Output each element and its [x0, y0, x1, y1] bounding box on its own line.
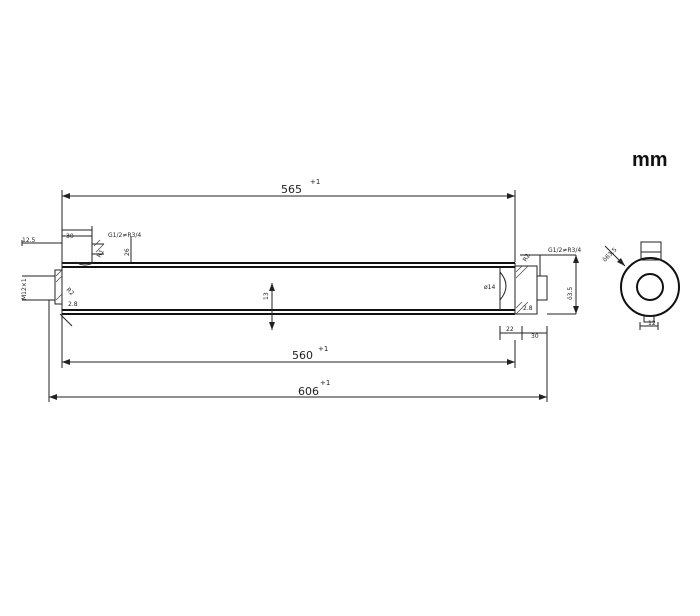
- tube-body: [61, 262, 516, 315]
- end-view: [604, 241, 680, 330]
- right-width-a-label: 22: [506, 326, 514, 333]
- dimension-606-label: 606: [298, 385, 319, 398]
- right-end-fitting: [499, 254, 579, 340]
- left-end-fitting: [21, 226, 132, 327]
- right-width-b-label: 30: [531, 333, 539, 340]
- right-radius-label: R2: [522, 252, 532, 263]
- dimension-565-label: 565: [281, 183, 302, 196]
- left-thread-label: G1/2≠R3/4: [108, 232, 141, 239]
- center-mark-label: 13: [263, 292, 270, 300]
- left-wall-label: 2.8: [68, 301, 78, 308]
- left-height-label: 26: [124, 248, 131, 256]
- dimension-565-tolerance: +1: [310, 178, 320, 186]
- left-angle-label: R2: [65, 286, 76, 297]
- end-view-diameter-label: ö63.5: [601, 246, 618, 263]
- end-view-small-label: 12: [648, 320, 656, 327]
- right-od-label: ö3.5: [567, 287, 574, 300]
- left-width-label: 30: [66, 233, 74, 240]
- right-diameter-label: ø14: [484, 284, 495, 291]
- left-radius-label: R1: [96, 248, 106, 259]
- dimension-565: 565 +1: [61, 178, 516, 262]
- right-thread-label: G1/2≠R3/4: [548, 247, 581, 254]
- dimension-560: 560 +1: [61, 314, 516, 368]
- unit-label: mm: [632, 149, 668, 171]
- right-wall-label: 2.8: [523, 305, 533, 312]
- dimension-560-tolerance: +1: [318, 345, 328, 353]
- center-mark: 13: [263, 283, 275, 330]
- left-offset-label: 12.5: [22, 237, 36, 244]
- left-pipe-label: M12×1: [21, 278, 28, 300]
- dimension-606-tolerance: +1: [320, 379, 330, 387]
- dimension-560-label: 560: [292, 349, 313, 362]
- dimension-606: 606 +1: [48, 300, 548, 402]
